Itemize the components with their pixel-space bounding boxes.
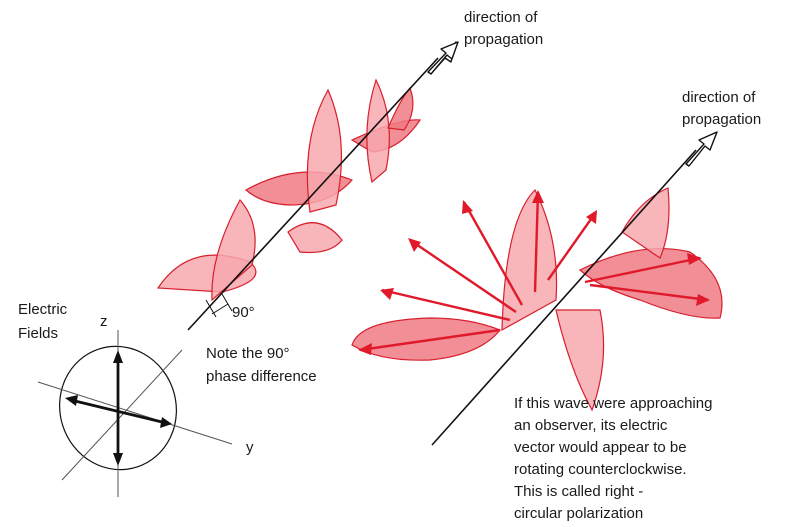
- field-vector-down-head: [113, 453, 123, 466]
- vector-1: [359, 328, 501, 352]
- vector-2: [381, 288, 511, 322]
- caption-line-5: This is called right -: [514, 483, 644, 500]
- left-wave-group: [156, 41, 459, 331]
- electric-fields-label-1: Electric: [18, 301, 68, 318]
- axis-x-line: [61, 349, 183, 481]
- angle-marker-icon: [211, 303, 229, 315]
- left-wave-lobe-6: [306, 88, 343, 213]
- vector-head-1: [358, 343, 372, 355]
- axis-y-line: [37, 381, 233, 445]
- field-axes-group: [37, 330, 233, 497]
- right-propagation-axis: [431, 149, 697, 446]
- polarization-circle: [59, 345, 177, 471]
- note-label-2: phase difference: [206, 368, 317, 385]
- vector-head-5: [532, 190, 544, 203]
- angle-tick-2: [221, 293, 233, 312]
- right-wave-lobe-1: [351, 317, 501, 361]
- right-wave-lobe-5: [621, 187, 670, 259]
- field-vector-up-head: [113, 350, 123, 363]
- caption-line-1: If this wave were approaching: [514, 395, 713, 412]
- angle-label: 90°: [232, 304, 255, 321]
- axis-z-label: z: [100, 313, 108, 330]
- left-propagation-arrow-outline: [427, 41, 459, 75]
- vector-5: [533, 191, 540, 293]
- vector-head-7: [687, 253, 702, 265]
- caption-line-3: vector would appear to be: [514, 439, 687, 456]
- caption-line-6: circular polarization: [514, 505, 644, 522]
- left-wave-lobe-7: [366, 78, 390, 184]
- vector-4: [462, 201, 524, 306]
- left-direction-label-1: direction of: [464, 9, 538, 26]
- left-propagation-axis: [187, 57, 439, 331]
- right-wave-group: [351, 131, 723, 446]
- right-propagation-arrow-icon: [685, 131, 718, 167]
- right-wave-lobe-4: [578, 247, 723, 319]
- axis-y-label: y: [246, 439, 254, 456]
- vector-3: [409, 239, 517, 313]
- caption-line-4: rotating counterclockwise.: [514, 461, 687, 478]
- vector-7: [584, 256, 701, 284]
- vector-head-4: [462, 200, 473, 214]
- vector-head-3: [408, 238, 421, 252]
- left-wave-lobe-3: [287, 222, 343, 254]
- right-direction-label-2: propagation: [682, 111, 762, 128]
- field-vector-horizontal: [74, 399, 163, 424]
- angle-tick-1: [205, 299, 217, 318]
- right-direction-label-1: direction of: [682, 89, 756, 106]
- vector-head-2: [380, 288, 394, 300]
- note-label-1: Note the 90°: [206, 345, 290, 362]
- electric-vector-heads: [358, 190, 710, 355]
- right-wave-lobe-3: [555, 309, 605, 412]
- left-direction-label-2: propagation: [464, 31, 544, 48]
- caption-line-2: an observer, its electric: [514, 417, 668, 434]
- electric-fields-label-2: Fields: [18, 325, 59, 342]
- field-vector-right-head: [160, 417, 172, 428]
- vector-head-6: [586, 210, 597, 224]
- vector-8: [589, 283, 709, 302]
- left-wave-lobe-5: [211, 198, 256, 302]
- vector-head-8: [696, 294, 710, 306]
- vector-6: [547, 211, 597, 281]
- electric-vectors: [359, 191, 709, 352]
- field-vector-left-head: [65, 395, 78, 406]
